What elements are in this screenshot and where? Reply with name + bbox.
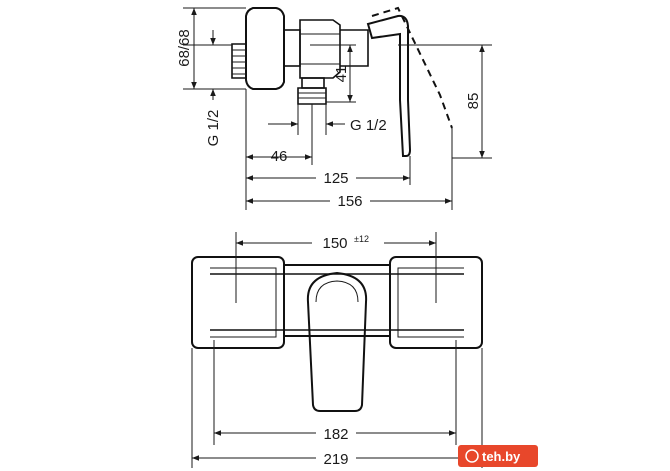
side-outlet-thread [297,87,327,105]
dim-219-label: 219 [323,451,348,468]
front-left-escutcheon [191,256,285,349]
watermark-text: teh.by [482,449,521,464]
side-view: 68/68 G 1/2 41 85 G 1/2 46 125 [176,6,492,210]
dim-125-label: 125 [323,170,348,187]
side-outlet-neck [301,77,325,89]
dim-g-1-2-vertical-label: G 1/2 [205,110,222,147]
front-lever-handle [306,271,368,412]
dim-68-68-label: 68/68 [176,29,193,67]
dim-85-label: 85 [465,93,482,110]
dim-46-label: 46 [271,148,288,165]
side-cartridge [340,29,369,67]
dim-182-label: 182 [323,426,348,443]
side-inlet-nipple [231,43,246,79]
side-lever-open-position [371,6,453,129]
side-nut-left [283,29,301,67]
front-body-bar [284,264,390,337]
dim-156-label: 156 [337,193,362,210]
side-wall-body [245,7,285,90]
dim-g-1-2-horizontal-label: G 1/2 [350,117,387,134]
dim-150-label: 150 [322,235,347,252]
dim-150-tolerance: ±12 [354,234,369,244]
dim-41-label: 41 [333,66,350,83]
watermark-teh-by: teh.by [458,445,538,467]
watermark-badge [458,445,538,467]
side-lever [366,14,412,157]
front-view: 150 ±12 182 219 [191,232,483,468]
watermark-logo-icon [465,449,479,463]
side-body-collar [299,19,341,79]
